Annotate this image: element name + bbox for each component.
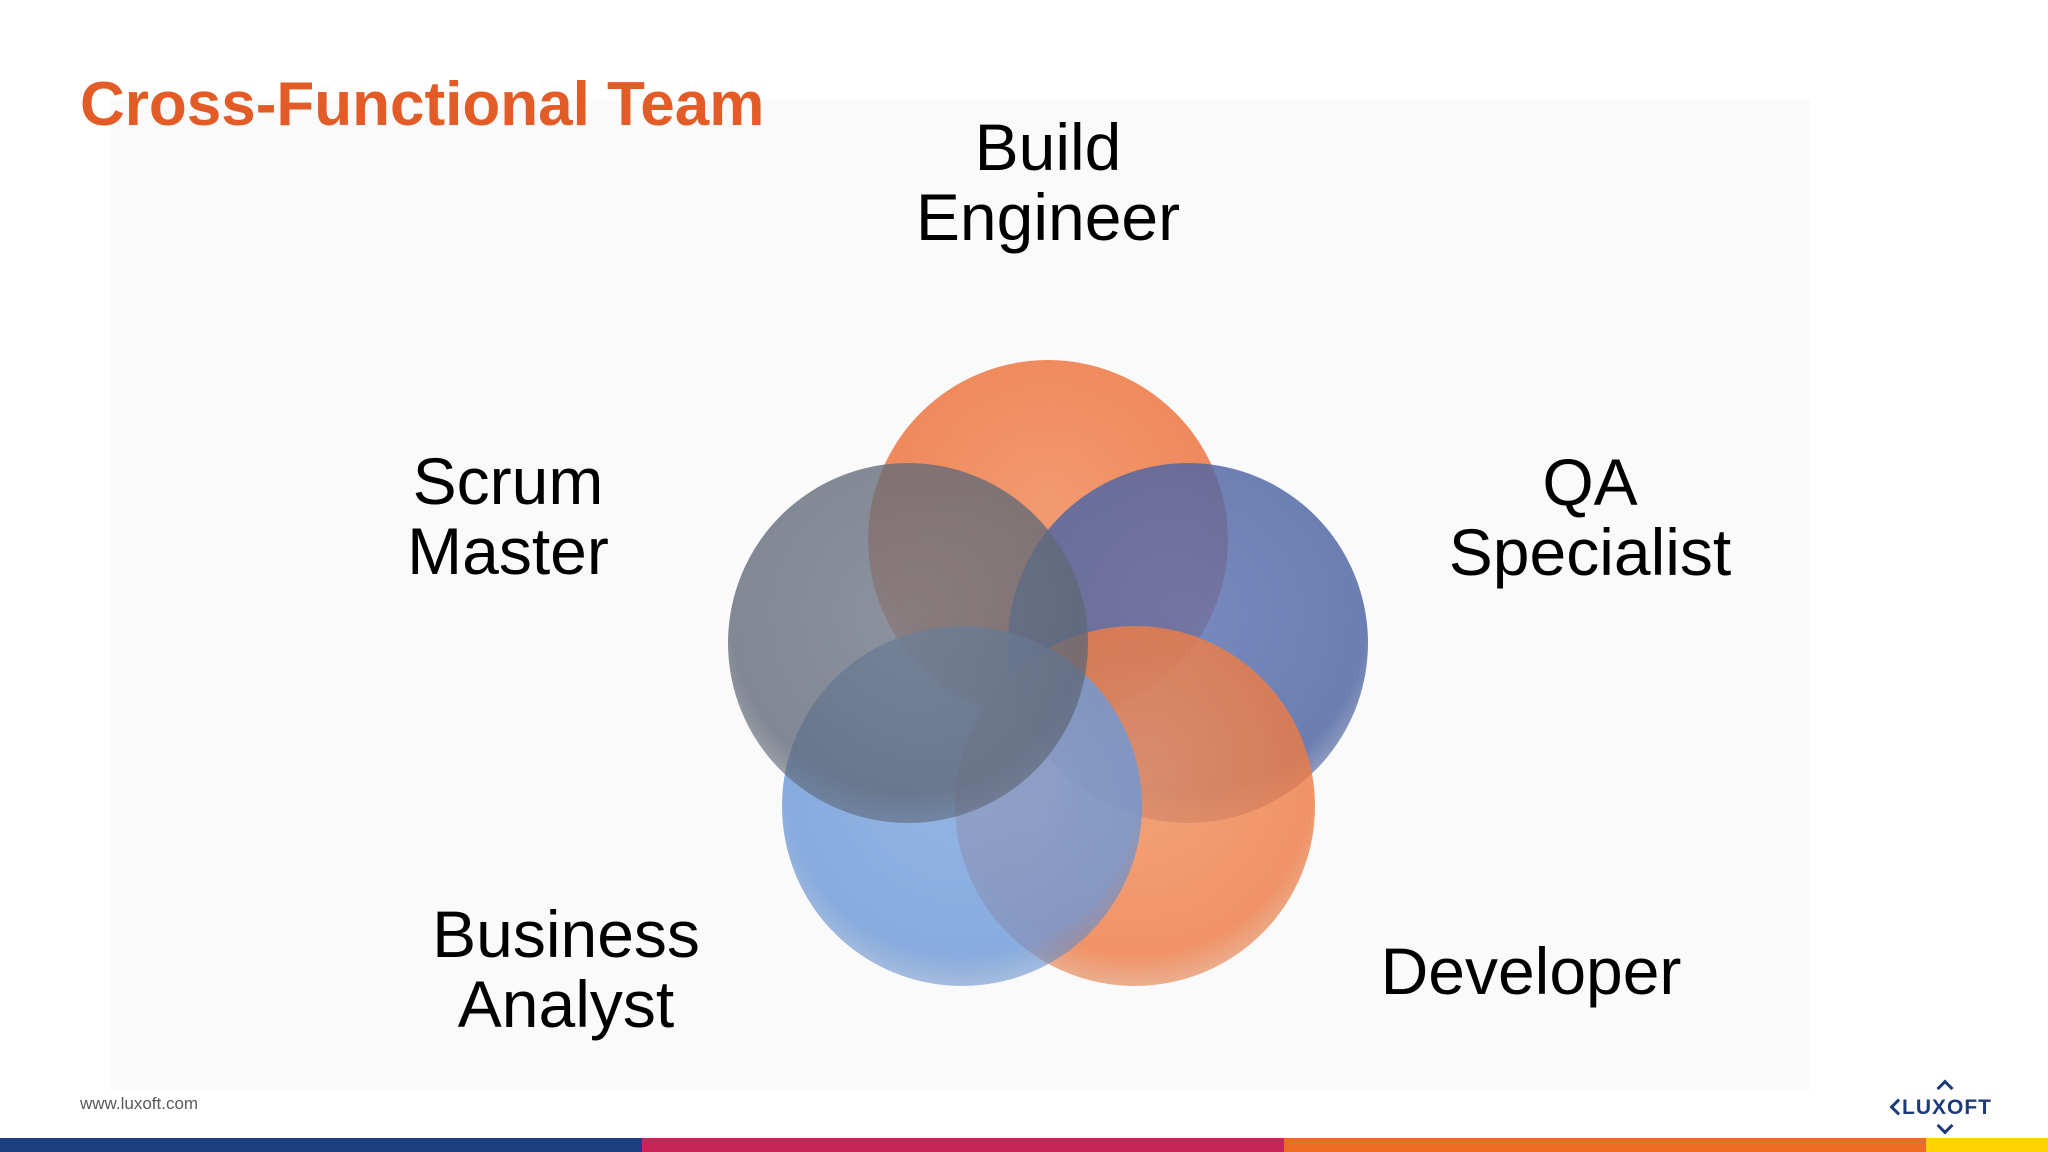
luxoft-logo: LUXOFT <box>1889 1078 2010 1136</box>
scrum-master-line-1: Scrum <box>412 444 604 518</box>
footer-stripe-yellow <box>1926 1138 2048 1152</box>
scrum-master-label: Scrum Master <box>308 446 708 586</box>
build-engineer-line-1: Build <box>974 110 1122 184</box>
footer-url: www.luxoft.com <box>80 1094 199 1113</box>
scrum-master-line-2: Master <box>407 514 609 588</box>
footer-stripe-orange <box>1284 1138 1926 1152</box>
scrum-master-circle <box>728 463 1088 823</box>
logo-text: LUXOFT <box>1902 1096 1992 1119</box>
logo-up-chevron-icon <box>1936 1079 1954 1097</box>
business-analyst-line-1: Business <box>432 897 700 971</box>
footer-stripe-blue <box>0 1138 642 1152</box>
business-analyst-label: Business Analyst <box>366 899 766 1039</box>
qa-specialist-line-2: Specialist <box>1448 515 1732 589</box>
slide-title: Cross-Functional Team <box>80 70 765 139</box>
footer-stripe-red <box>642 1138 1284 1152</box>
developer-line-1: Developer <box>1380 934 1682 1008</box>
qa-specialist-label: QA Specialist <box>1390 447 1790 587</box>
business-analyst-line-2: Analyst <box>457 967 675 1041</box>
build-engineer-line-2: Engineer <box>915 180 1181 254</box>
developer-label: Developer <box>1331 936 1731 1006</box>
logo-down-chevron-icon <box>1936 1117 1954 1135</box>
build-engineer-label: Build Engineer <box>848 112 1248 252</box>
qa-specialist-line-1: QA <box>1542 445 1638 519</box>
